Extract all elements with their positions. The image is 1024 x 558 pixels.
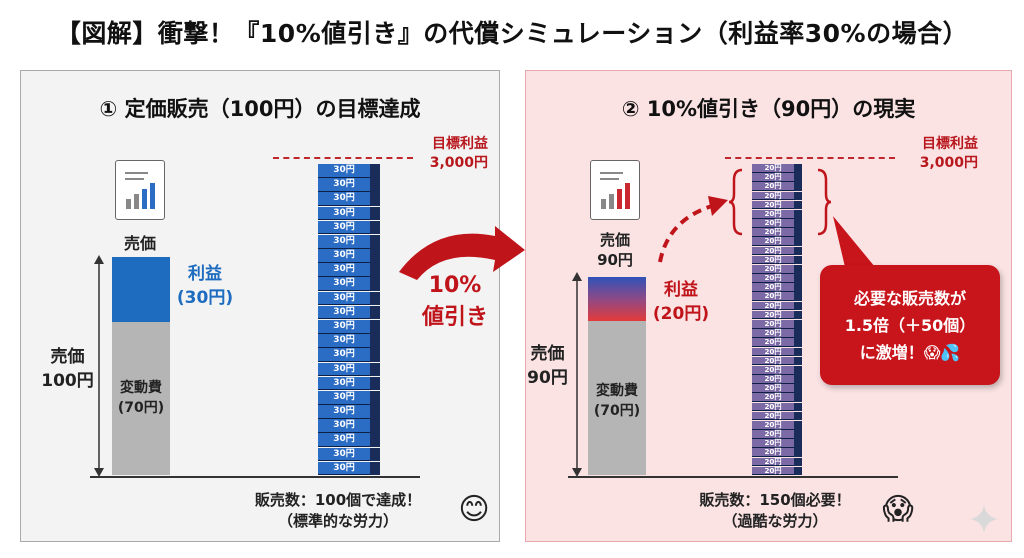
right-price-bar: 変動費 (70円) (588, 277, 646, 475)
stack-block: 30円 (318, 390, 370, 405)
stack-block: 30円 (318, 164, 370, 178)
stack-block: 20円 (752, 292, 794, 302)
callout-pointer-icon (833, 216, 875, 267)
right-target-line (725, 157, 895, 159)
stack-block: 20円 (752, 338, 794, 348)
stack-block: 20円 (752, 209, 794, 219)
left-baseline (90, 476, 420, 478)
smile-emoji-icon: 😊 (458, 492, 490, 527)
stack-block: 20円 (752, 283, 794, 292)
left-caption: 販売数：100個で達成！ （標準的な労力） (254, 491, 422, 530)
stack-block: 20円 (752, 200, 794, 210)
left-price-icon-label: 売価 (123, 234, 156, 253)
stack-block: 30円 (318, 334, 370, 348)
stack-block: 20円 (752, 274, 794, 283)
stack-block: 30円 (318, 249, 370, 263)
stack-block: 30円 (318, 376, 370, 391)
extra-blocks-brace-icon (728, 168, 832, 236)
chart-document-icon (590, 160, 640, 220)
stack-block: 20円 (752, 264, 794, 274)
left-cost-segment: 変動費 (70円) (112, 322, 170, 475)
stack-block: 30円 (318, 192, 370, 207)
stack-block: 20円 (752, 420, 794, 430)
scream-emoji-icon: 😱 (882, 492, 914, 527)
stack-block: 30円 (318, 234, 370, 249)
stack-block: 20円 (752, 164, 794, 173)
stack-block: 20円 (752, 457, 794, 467)
stack-block: 30円 (318, 206, 370, 221)
left-panel-heading: ① 定価販売（100円）の目標達成 (99, 97, 421, 121)
sparkle-icon (970, 505, 998, 533)
stack-block: 20円 (752, 329, 794, 338)
left-profit-label: 利益 (30円) (176, 264, 234, 308)
stack-block: 20円 (752, 301, 794, 311)
left-cost-label: 変動費 (70円) (117, 380, 165, 416)
stack-block: 30円 (318, 405, 370, 419)
left-target-label: 目標利益 3,000円 (429, 136, 488, 171)
left-profit-segment (112, 257, 170, 322)
stack-block: 20円 (752, 365, 794, 375)
right-profit-segment (588, 277, 646, 321)
stack-block: 30円 (318, 348, 370, 363)
chart-document-icon (115, 160, 165, 220)
stack-block: 20円 (752, 182, 794, 192)
right-price-side-label: 売価 90円 (527, 344, 568, 388)
stack-block: 20円 (752, 430, 794, 439)
stack-block: 20円 (752, 466, 794, 476)
stack-block: 20円 (752, 310, 794, 320)
stack-block: 20円 (752, 384, 794, 393)
right-profit-label: 利益 (20円) (652, 280, 710, 324)
stack-block: 20円 (752, 320, 794, 329)
right-cost-label: 変動費 (70円) (593, 383, 641, 419)
stack-block: 20円 (752, 237, 794, 247)
left-price-bar: 変動費 (70円) (112, 257, 170, 475)
stack-block: 30円 (318, 447, 370, 462)
stack-block: 30円 (318, 461, 370, 476)
dashed-curved-arrow-icon (658, 196, 728, 263)
stack-block: 30円 (318, 220, 370, 235)
stack-block: 30円 (318, 320, 370, 334)
stack-block: 20円 (752, 228, 794, 237)
stack-block: 30円 (318, 305, 370, 320)
stack-block: 20円 (752, 356, 794, 366)
right-panel-heading: ② 10%値引き（90円）の現実 (621, 97, 916, 121)
discount-label: 10% 値引き (421, 273, 488, 330)
left-panel: ① 定価販売（100円）の目標達成 (20, 70, 500, 542)
right-target-label: 目標利益 3,000円 (919, 136, 978, 171)
stack-block: 30円 (318, 291, 370, 306)
stack-block: 30円 (318, 277, 370, 292)
left-price-side-label: 売価 100円 (41, 347, 94, 391)
stack-block: 20円 (752, 402, 794, 412)
right-cost-segment: 変動費 (70円) (588, 321, 646, 475)
stack-block: 20円 (752, 255, 794, 265)
right-price-icon-label: 売価 90円 (597, 231, 633, 269)
stack-block: 30円 (318, 433, 370, 448)
stack-block: 20円 (752, 439, 794, 448)
right-baseline (568, 476, 898, 478)
page-title: 【図解】衝撃！『10%値引き』の代償シミュレーション（利益率30%の場合） (55, 19, 969, 48)
stack-block: 30円 (318, 263, 370, 277)
stack-block: 30円 (318, 419, 370, 433)
stack-block: 20円 (752, 375, 794, 384)
callout-box: 必要な販売数が 1.5倍（＋50個） に激増！😱💦 (820, 265, 1000, 385)
callout-text: 必要な販売数が 1.5倍（＋50個） に激増！😱💦 (844, 289, 976, 362)
stack-block: 20円 (752, 191, 794, 201)
stack-block: 20円 (752, 173, 794, 182)
left-target-line (273, 157, 413, 159)
stack-block: 20円 (752, 246, 794, 256)
stack-block: 20円 (752, 411, 794, 421)
stack-block: 20円 (752, 448, 794, 458)
big-curved-arrow-icon (399, 226, 525, 280)
right-height-arrow-icon (572, 272, 582, 477)
left-height-arrow-icon (94, 255, 104, 477)
stack-block: 30円 (318, 362, 370, 377)
stack-block: 20円 (752, 219, 794, 228)
stack-block: 20円 (752, 347, 794, 357)
right-caption: 販売数：150個必要！ （過酷な労力） (699, 491, 851, 530)
stack-block: 20円 (752, 393, 794, 403)
stack-block: 30円 (318, 178, 370, 192)
